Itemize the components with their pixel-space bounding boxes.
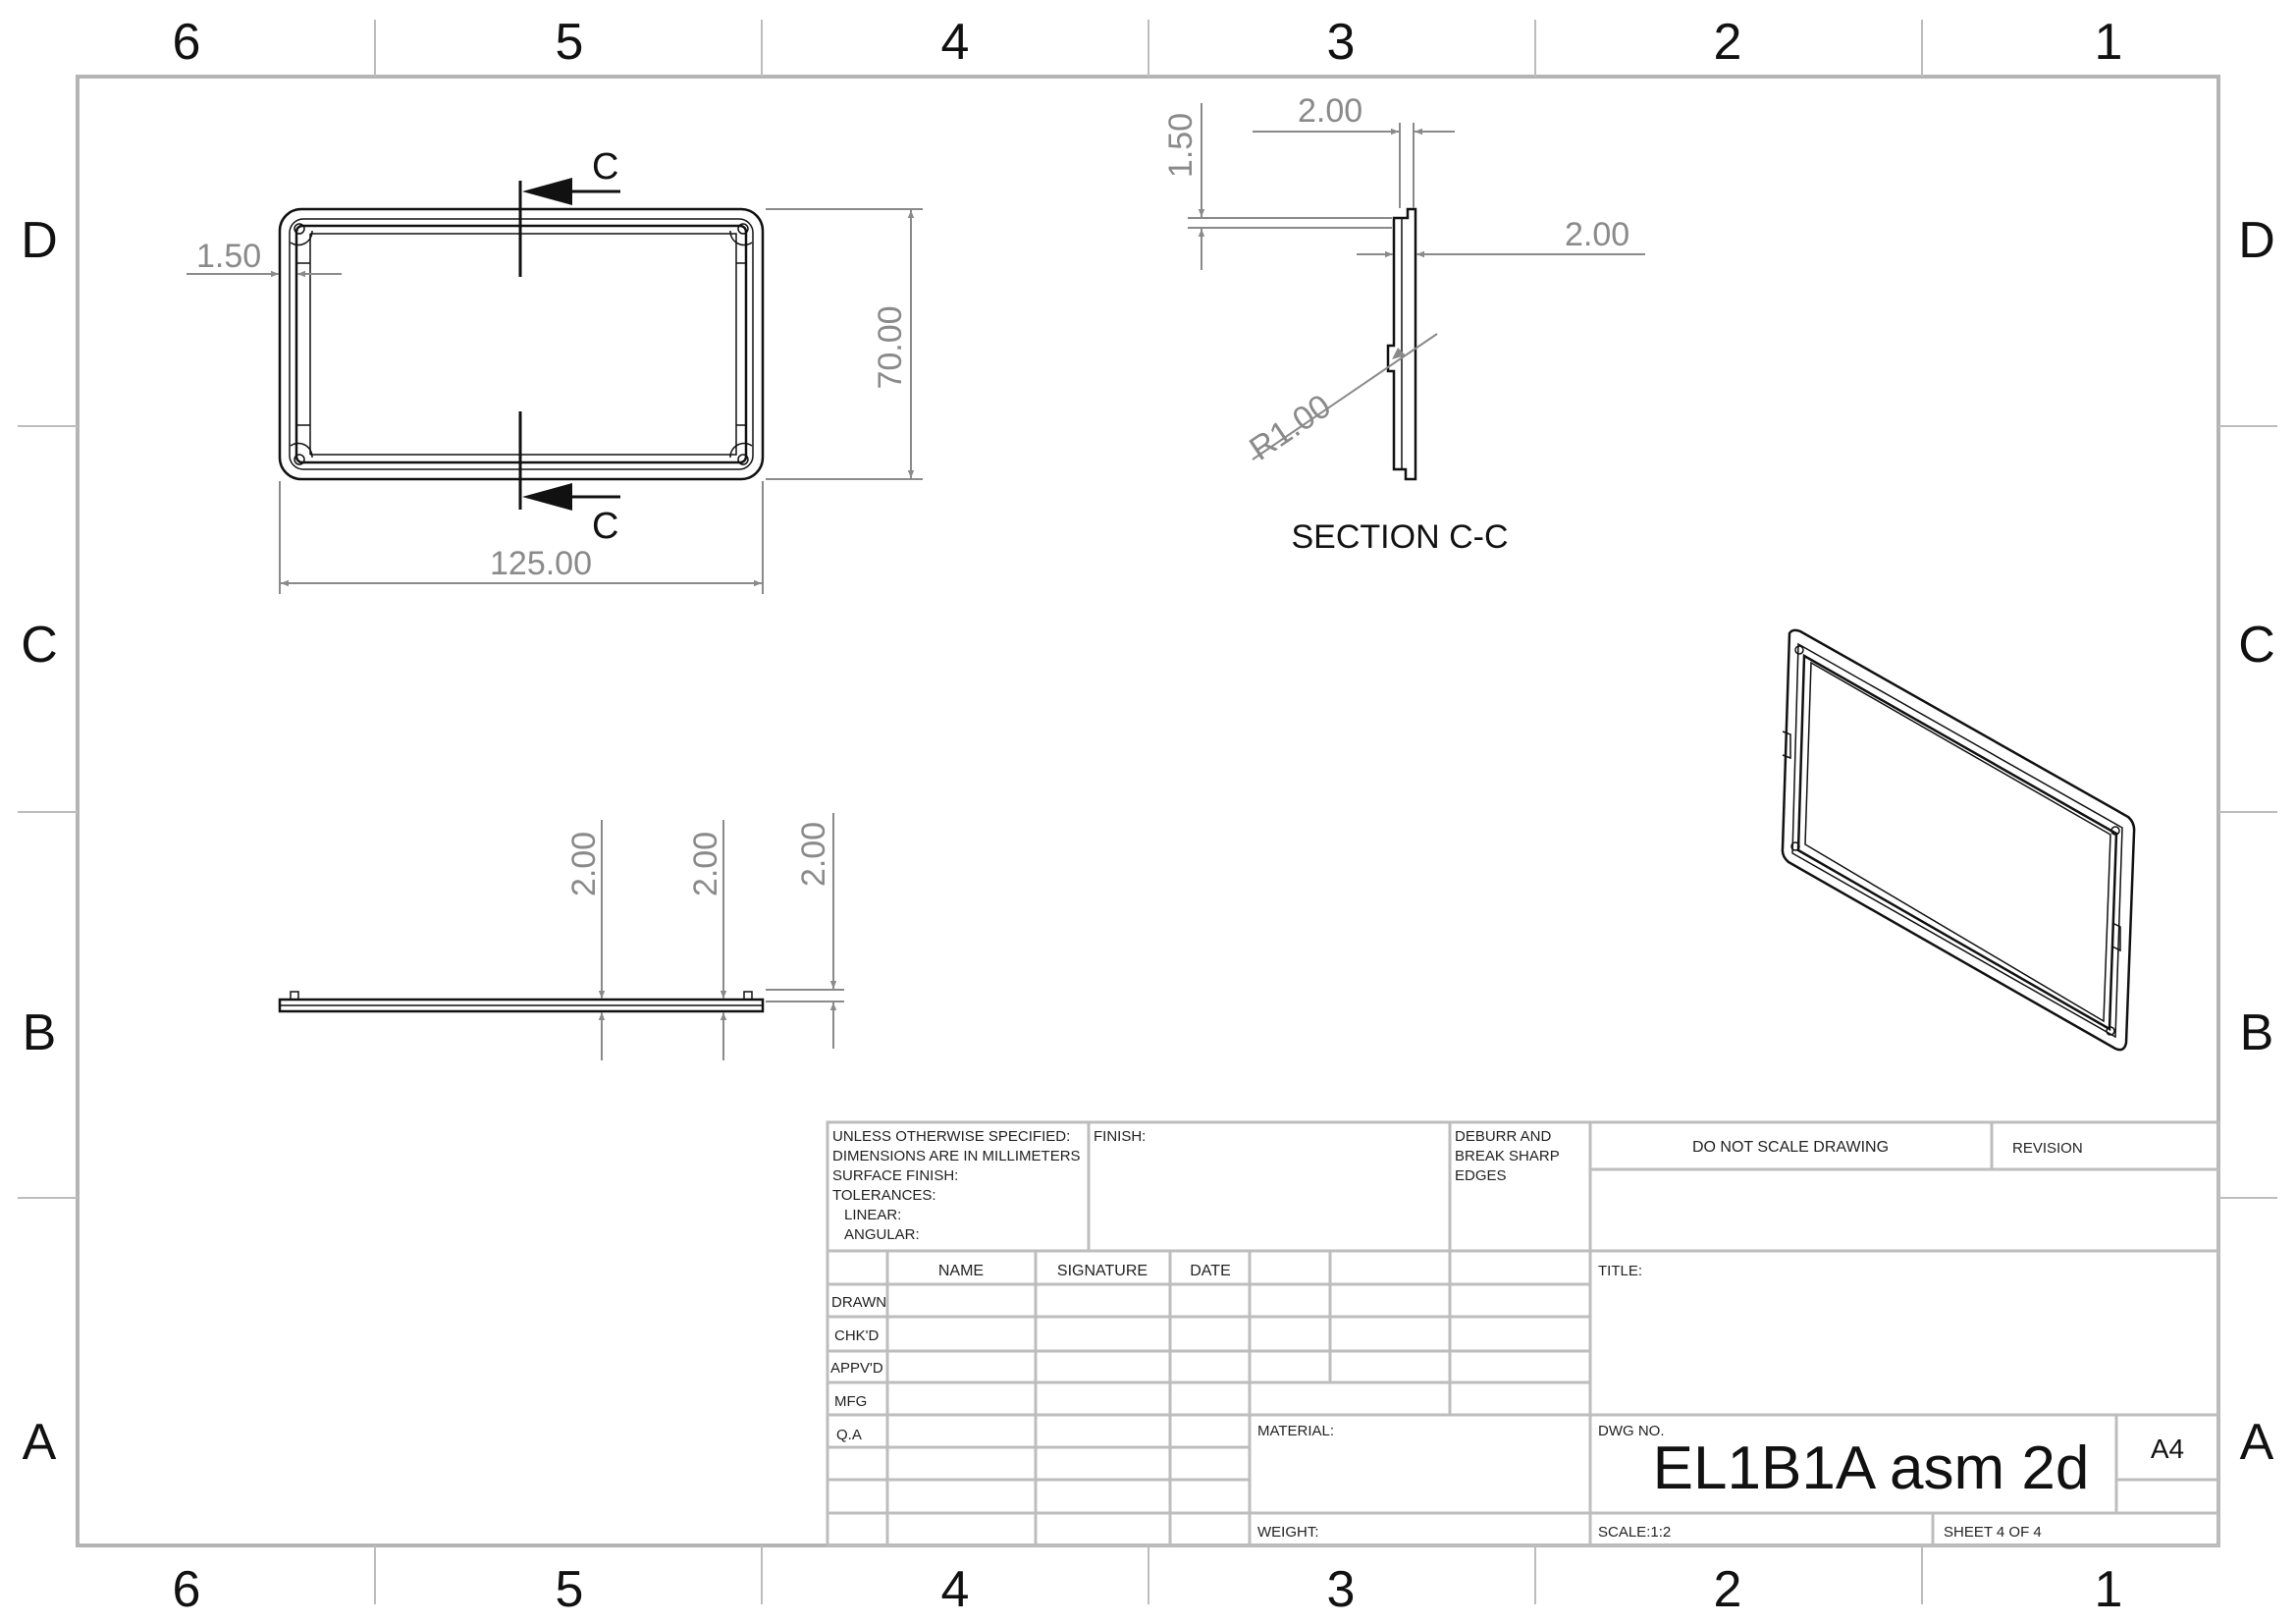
- zone-labels-right: D C B A: [2238, 212, 2275, 1471]
- finish-label: FINISH:: [1094, 1128, 1146, 1145]
- role-mfg: MFG: [834, 1393, 867, 1410]
- section-label-top: C: [592, 146, 618, 188]
- deburr-line: EDGES: [1455, 1167, 1507, 1184]
- section-view[interactable]: 1.50 2.00 2.00 R1.00 SECTION C-C: [1162, 92, 1645, 556]
- role-checked: CHK'D: [834, 1327, 880, 1344]
- header-signature: SIGNATURE: [1057, 1263, 1148, 1279]
- sheet-border: [76, 75, 2220, 1547]
- side-dim: 2.00: [795, 822, 832, 887]
- header-name: NAME: [938, 1263, 984, 1279]
- zone-labels-left: D C B A: [21, 212, 58, 1471]
- zone-col-label: 1: [2095, 14, 2123, 71]
- note-line: ANGULAR:: [844, 1226, 920, 1243]
- weight-label: WEIGHT:: [1257, 1524, 1319, 1541]
- zone-col-label: 5: [556, 1561, 584, 1618]
- deburr-line: DEBURR AND: [1455, 1128, 1552, 1145]
- zone-row-label: D: [21, 212, 58, 269]
- revision-label: REVISION: [2012, 1140, 2083, 1157]
- section-view-title: SECTION C-C: [1292, 518, 1509, 556]
- zone-row-label: C: [21, 617, 58, 674]
- sheet-number: SHEET 4 OF 4: [1944, 1524, 2042, 1541]
- tolerance-notes: UNLESS OTHERWISE SPECIFIED: DIMENSIONS A…: [832, 1128, 1081, 1243]
- zone-col-label: 5: [556, 14, 584, 71]
- do-not-scale-label: DO NOT SCALE DRAWING: [1692, 1139, 1889, 1156]
- zone-col-label: 6: [173, 14, 201, 71]
- zone-col-label: 3: [1327, 1561, 1356, 1618]
- drawing-number: EL1B1A asm 2d: [1653, 1435, 2090, 1502]
- side-dim: 2.00: [687, 832, 724, 896]
- material-label: MATERIAL:: [1257, 1423, 1334, 1439]
- note-line: SURFACE FINISH:: [832, 1167, 958, 1184]
- zone-col-label: 3: [1327, 14, 1356, 71]
- zone-row-label: A: [2240, 1414, 2274, 1471]
- dwg-no-label: DWG NO.: [1598, 1423, 1665, 1439]
- note-line: UNLESS OTHERWISE SPECIFIED:: [832, 1128, 1070, 1145]
- zone-col-label: 4: [941, 14, 970, 71]
- section-label-bottom: C: [592, 506, 618, 547]
- isometric-view[interactable]: [1781, 628, 2136, 1052]
- role-drawn: DRAWN: [831, 1294, 886, 1311]
- zone-ticks: [18, 20, 2277, 1604]
- note-line: TOLERANCES:: [832, 1187, 936, 1204]
- role-qa: Q.A: [836, 1427, 862, 1443]
- dim-wall-thickness: 1.50: [196, 238, 261, 275]
- zone-labels-top: 6 5 4 3 2 1: [173, 14, 2123, 71]
- dim-radius: R1.00: [1243, 387, 1337, 467]
- front-view[interactable]: C C 1.50 70.00 125.00: [187, 146, 923, 594]
- zone-row-label: D: [2238, 212, 2275, 269]
- dim-height: 70.00: [872, 305, 909, 389]
- zone-row-label: B: [23, 1004, 57, 1061]
- zone-col-label: 2: [1714, 1561, 1742, 1618]
- zone-col-label: 6: [173, 1561, 201, 1618]
- title-block: UNLESS OTHERWISE SPECIFIED: DIMENSIONS A…: [826, 1120, 2220, 1547]
- zone-labels-bottom: 6 5 4 3 2 1: [173, 1561, 2123, 1618]
- zone-row-label: C: [2238, 617, 2275, 674]
- zone-col-label: 2: [1714, 14, 1742, 71]
- zone-col-label: 4: [941, 1561, 970, 1618]
- dim-top-width: 2.00: [1298, 92, 1362, 130]
- note-line: DIMENSIONS ARE IN MILLIMETERS: [832, 1148, 1081, 1164]
- dim-step-height: 1.50: [1162, 113, 1200, 178]
- zone-row-label: A: [23, 1414, 57, 1471]
- note-line: LINEAR:: [844, 1207, 901, 1223]
- dim-wall: 2.00: [1565, 216, 1629, 253]
- header-date: DATE: [1190, 1263, 1230, 1279]
- section-line-c: [518, 178, 620, 511]
- mounting-hole-icons: [290, 223, 753, 465]
- zone-row-label: B: [2240, 1004, 2274, 1061]
- deburr-line: BREAK SHARP: [1455, 1148, 1560, 1164]
- role-approved: APPV'D: [830, 1360, 883, 1377]
- side-view[interactable]: 2.00 2.00 2.00: [278, 813, 844, 1060]
- side-dim: 2.00: [565, 832, 603, 896]
- scale-label: SCALE:1:2: [1598, 1524, 1671, 1541]
- zone-col-label: 1: [2095, 1561, 2123, 1618]
- title-label: TITLE:: [1598, 1263, 1642, 1279]
- dim-width: 125.00: [490, 545, 592, 582]
- sheet-size: A4: [2151, 1434, 2184, 1464]
